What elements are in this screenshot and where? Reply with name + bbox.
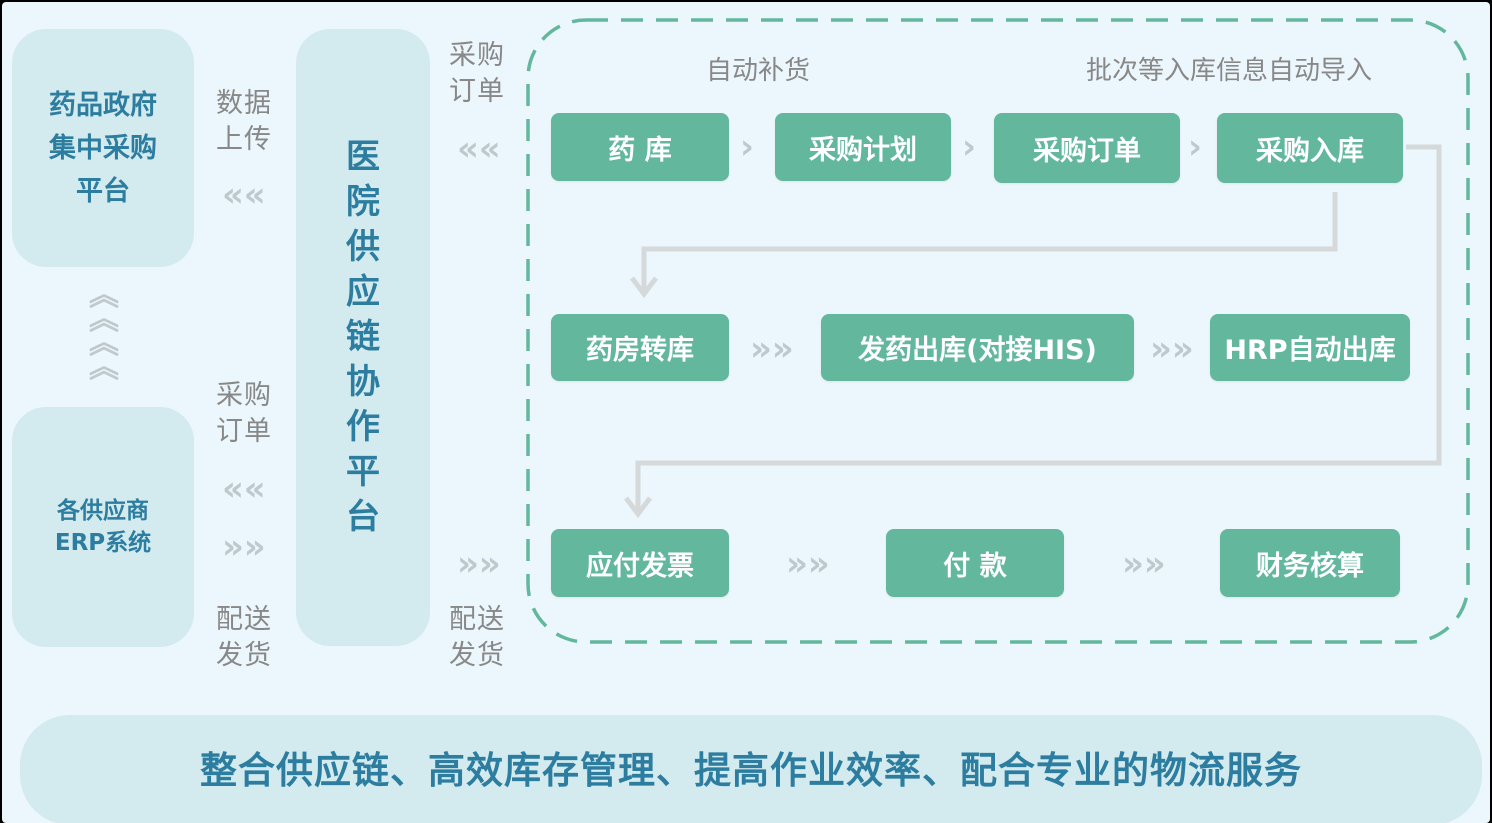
connector-inbound-to-transfer [641,192,1338,290]
right-chevron-icon: › [740,127,754,167]
workflow-dashed-frame [526,18,1470,644]
right-chevrons-icon: » » [1150,329,1194,369]
node-pharmacy-store: 药 库 [551,113,729,181]
purchase-order-left-label: 采购 订单 [216,380,272,447]
node-purchase-inbound-label: 采购入库 [1256,135,1364,167]
gov-procurement-platform: 药品政府 集中采购 平台 [12,29,194,267]
right-chevrons-icon: » » [786,544,830,584]
node-payment-label: 付 款 [943,550,1007,582]
footer-slogan-bar: 整合供应链、高效库存管理、提高作业效率、配合专业的物流服务 [20,715,1482,823]
node-dispense-outbound-label: 发药出库(对接HIS) [858,335,1097,366]
node-purchase-order: 采购订单 [994,113,1180,183]
node-purchase-order-label: 采购订单 [1033,135,1141,167]
node-dispense-outbound: 发药出库(对接HIS) [821,314,1134,381]
batch-import-label: 批次等入库信息自动导入 [1086,56,1373,86]
node-hrp-outbound: HRP自动出库 [1210,314,1410,381]
left-chevrons-icon: « « [222,175,266,215]
hospital-supply-chain-platform-label: 医院供应链协作平台 [346,137,380,537]
right-chevrons-icon: » » [1122,544,1166,584]
node-dispensary-transfer: 药房转库 [551,314,729,381]
node-purchase-inbound: 采购入库 [1217,113,1403,183]
node-financial-accounting-label: 财务核算 [1256,550,1364,582]
up-chevrons-icon: ︽︽︽︽ [89,278,119,385]
node-payable-invoice-label: 应付发票 [586,550,694,582]
node-payment: 付 款 [886,529,1064,597]
data-upload-label: 数据 上传 [216,88,272,155]
footer-slogan: 整合供应链、高效库存管理、提高作业效率、配合专业的物流服务 [200,749,1302,792]
node-purchase-plan-label: 采购计划 [809,134,917,166]
supplier-erp-system: 各供应商 ERP系统 [12,407,194,647]
node-purchase-plan: 采购计划 [775,113,951,181]
auto-replenish-label: 自动补货 [706,56,811,86]
purchase-order-right-label: 采购 订单 [449,40,505,107]
right-chevron-icon: › [962,127,976,167]
node-hrp-outbound-label: HRP自动出库 [1224,335,1396,366]
hospital-supply-chain-platform: 医院供应链协作平台 [296,29,430,646]
right-chevron-icon: › [1188,127,1202,167]
node-financial-accounting: 财务核算 [1220,529,1400,597]
arrowhead-invoice [624,496,652,519]
gov-procurement-platform-label: 药品政府 集中采购 平台 [49,89,157,207]
node-payable-invoice: 应付发票 [551,529,729,597]
node-pharmacy-store-label: 药 库 [608,134,672,166]
supplier-erp-system-label: 各供应商 ERP系统 [54,498,152,556]
arrowhead-transfer [630,276,658,299]
delivery-right-label: 配送 发货 [449,604,505,671]
left-chevrons-icon: « « [457,129,501,169]
right-chevrons-icon: » » [750,329,794,369]
right-chevrons-icon: » » [457,544,501,584]
right-chevrons-icon: » » [222,527,266,567]
delivery-left-label: 配送 发货 [216,604,272,671]
node-dispensary-transfer-label: 药房转库 [586,335,694,366]
connector-inbound-to-invoice [635,144,1442,510]
left-chevrons-icon: « « [222,469,266,509]
